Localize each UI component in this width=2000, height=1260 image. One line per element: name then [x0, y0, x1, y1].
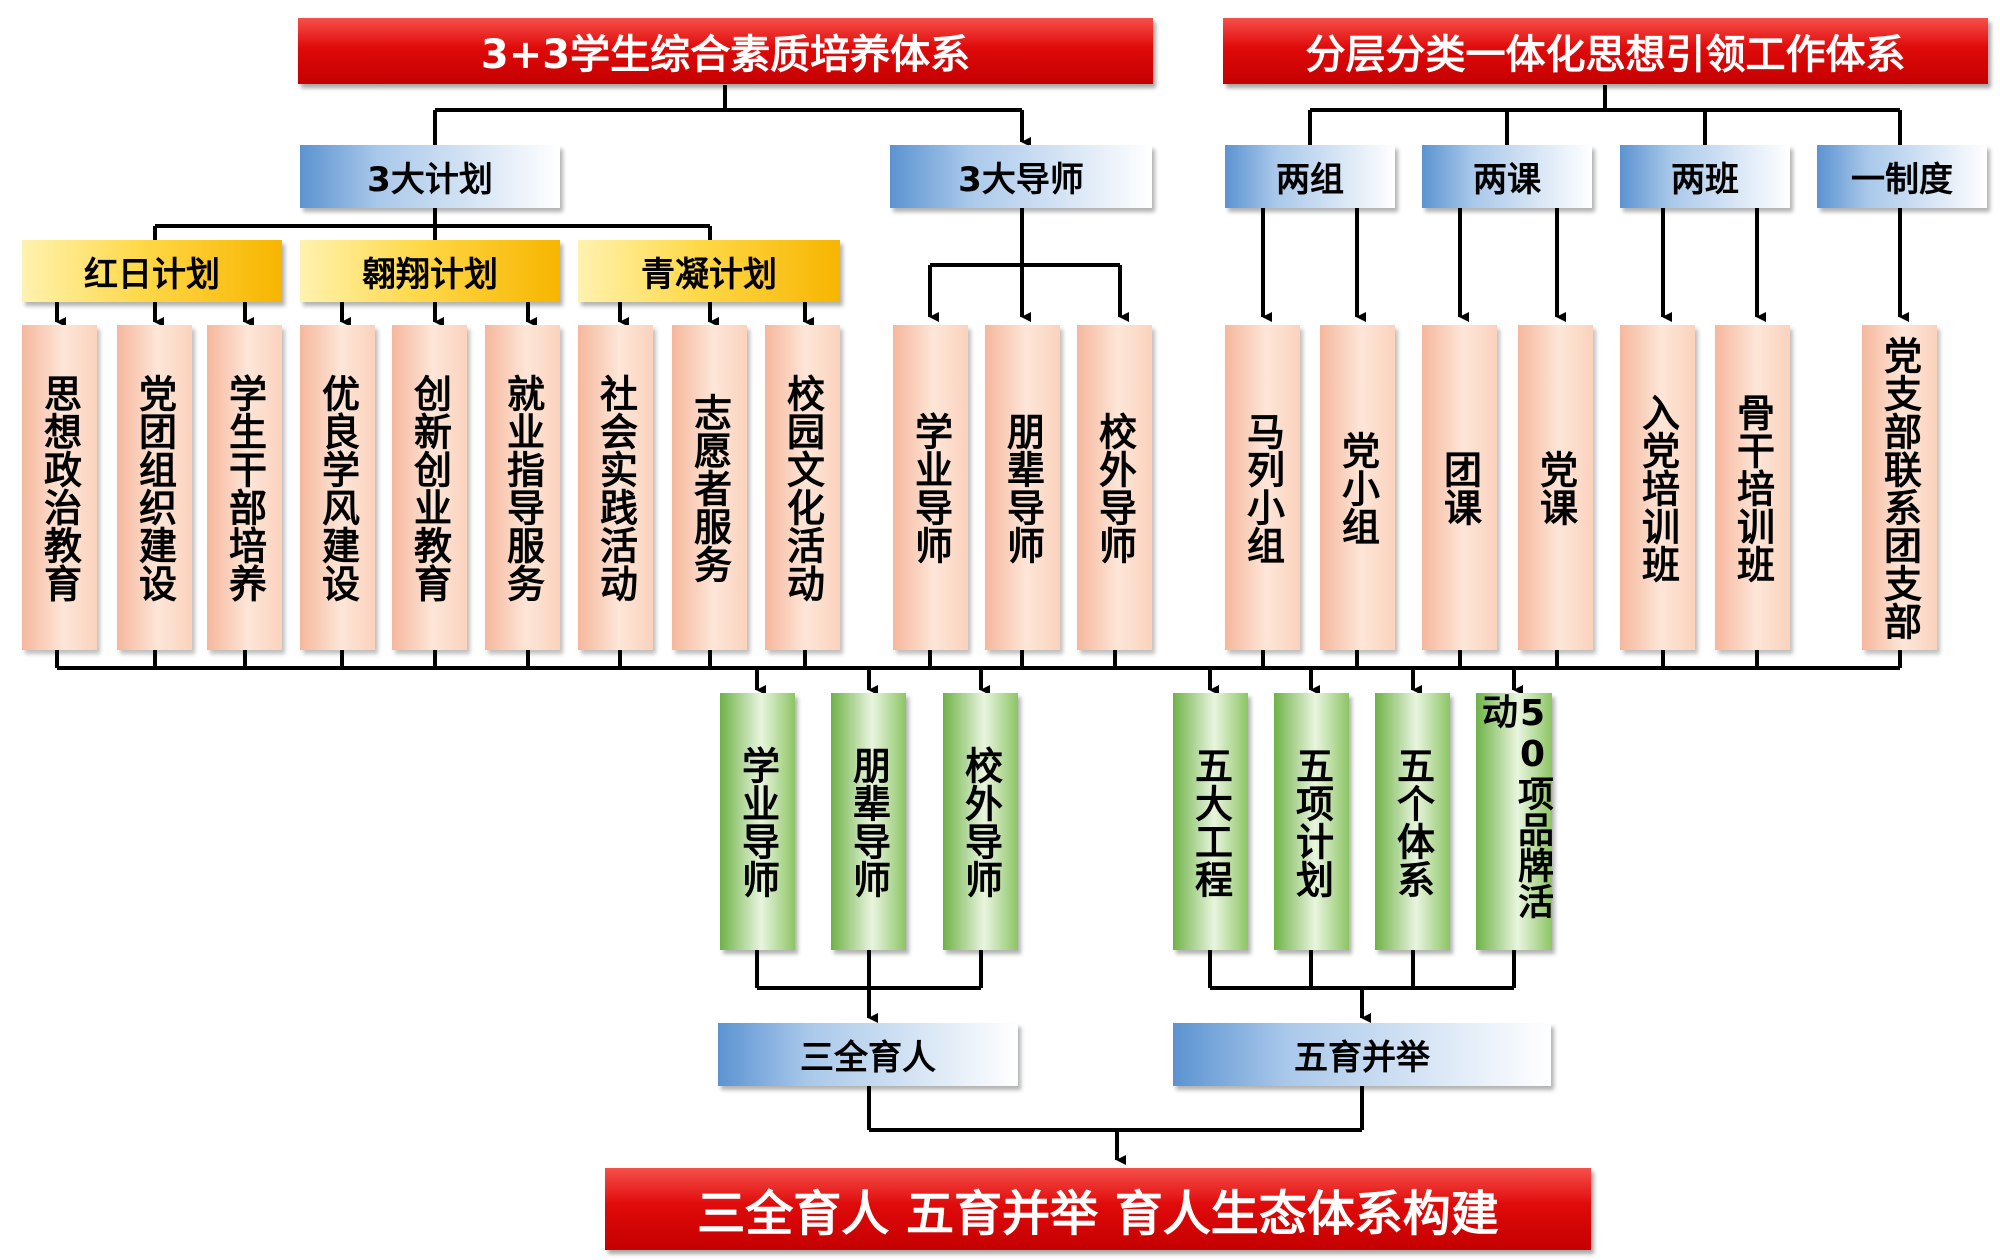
green-label: 学业导师: [735, 745, 780, 898]
leaf-label: 学业导师: [908, 411, 953, 564]
green-label: 五项计划: [1289, 745, 1334, 898]
right-system-title: 分层分类一体化思想引领工作体系: [1223, 18, 1988, 84]
leaf-label: 党小组: [1335, 430, 1380, 545]
green-five-plans: 五项计划: [1274, 693, 1349, 950]
leaf-employment-guidance: 就业指导服务: [485, 325, 560, 650]
leaf-label: 思想政治教育: [37, 373, 82, 602]
leaf-marxism-group: 马列小组: [1225, 325, 1300, 650]
leaf-label: 朋辈导师: [1000, 411, 1045, 564]
two-groups-box: 两组: [1225, 145, 1395, 208]
bottom-title: 三全育人 五育并举 育人生态体系构建: [605, 1168, 1591, 1250]
leaf-label: 创新创业教育: [407, 373, 452, 602]
leaf-label: 就业指导服务: [500, 373, 545, 602]
leaf-label: 志愿者服务: [687, 392, 732, 583]
leaf-label: 校外导师: [1092, 411, 1137, 564]
green-label: 朋辈导师: [846, 745, 891, 898]
green-external-mentor: 校外导师: [943, 693, 1018, 950]
leaf-branch-link: 党支部联系团支部: [1862, 325, 1937, 650]
green-label: 校外导师: [958, 745, 1003, 898]
green-five-projects: 五大工程: [1173, 693, 1248, 950]
leaf-campus-culture: 校园文化活动: [765, 325, 840, 650]
green-fifty-brand-activities: 50项品牌活动: [1476, 693, 1553, 950]
green-academic-mentor: 学业导师: [720, 693, 795, 950]
green-label: 五大工程: [1188, 745, 1233, 898]
leaf-party-entry-class: 入党培训班: [1620, 325, 1695, 650]
green-peer-mentor: 朋辈导师: [831, 693, 906, 950]
leaf-label: 优良学风建设: [315, 373, 360, 602]
green-five-systems: 五个体系: [1375, 693, 1450, 950]
green-label: 50项品牌活动: [1476, 693, 1553, 919]
leaf-label: 社会实践活动: [593, 373, 638, 602]
leaf-label: 马列小组: [1240, 411, 1285, 564]
result-three-full-education: 三全育人: [718, 1023, 1018, 1086]
leaf-label: 党支部联系团支部: [1877, 335, 1922, 640]
one-system-box: 一制度: [1817, 145, 1987, 208]
leaf-league-course: 团课: [1422, 325, 1497, 650]
leaf-backbone-class: 骨干培训班: [1715, 325, 1790, 650]
plan-hongri: 红日计划: [22, 240, 282, 302]
result-five-education: 五育并举: [1173, 1023, 1551, 1086]
leaf-social-practice: 社会实践活动: [578, 325, 653, 650]
three-mentors-box: 3大导师: [890, 145, 1152, 208]
leaf-label: 党课: [1533, 449, 1578, 526]
leaf-ideological-education: 思想政治教育: [22, 325, 97, 650]
leaf-label: 骨干培训班: [1730, 392, 1775, 583]
plan-qingning: 青凝计划: [578, 240, 840, 302]
leaf-label: 校园文化活动: [780, 373, 825, 602]
leaf-party-group: 党小组: [1320, 325, 1395, 650]
leaf-innovation-education: 创新创业教育: [392, 325, 467, 650]
leaf-label: 入党培训班: [1635, 392, 1680, 583]
leaf-party-course: 党课: [1518, 325, 1593, 650]
green-label: 五个体系: [1390, 745, 1435, 898]
leaf-label: 学生干部培养: [222, 373, 267, 602]
leaf-party-league-building: 党团组织建设: [117, 325, 192, 650]
plan-aoxiang: 翱翔计划: [300, 240, 560, 302]
two-classes-box: 两班: [1620, 145, 1790, 208]
leaf-academic-mentor: 学业导师: [893, 325, 968, 650]
leaf-label: 党团组织建设: [132, 373, 177, 602]
leaf-external-mentor: 校外导师: [1077, 325, 1152, 650]
two-courses-box: 两课: [1422, 145, 1592, 208]
leaf-peer-mentor: 朋辈导师: [985, 325, 1060, 650]
three-plans-box: 3大计划: [300, 145, 560, 208]
left-system-title: 3+3学生综合素质培养体系: [298, 18, 1153, 84]
leaf-study-style: 优良学风建设: [300, 325, 375, 650]
leaf-label: 团课: [1437, 449, 1482, 526]
leaf-volunteer-service: 志愿者服务: [672, 325, 747, 650]
leaf-cadre-training: 学生干部培养: [207, 325, 282, 650]
